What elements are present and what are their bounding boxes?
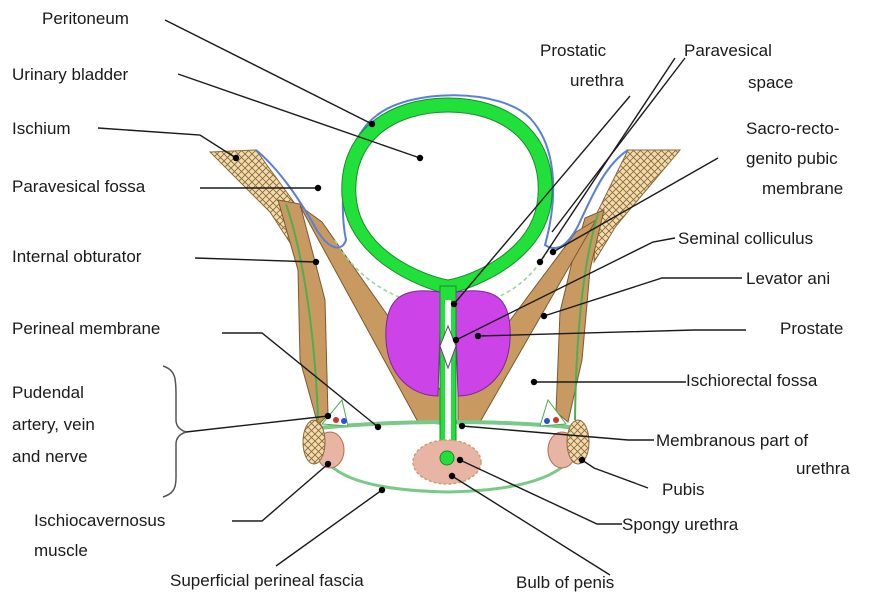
label-superficial-perineal-fascia: Superficial perineal fascia [170, 571, 364, 590]
label-paravesical-space-1: Paravesical [684, 41, 772, 60]
urethra-lumen [445, 300, 451, 452]
pudendal-vein-right [544, 418, 550, 424]
label-pubis: Pubis [662, 480, 705, 499]
label-spongy-urethra: Spongy urethra [622, 515, 739, 534]
label-internal-obturator: Internal obturator [12, 247, 142, 266]
prostate-shape [386, 291, 440, 396]
pubis-left [303, 420, 325, 464]
label-bulb-of-penis: Bulb of penis [516, 573, 614, 592]
label-ischium: Ischium [12, 119, 71, 138]
label-seminal-colliculus: Seminal colliculus [678, 229, 813, 248]
label-pudendal-2: artery, vein [12, 415, 95, 434]
pudendal-bracket [163, 366, 186, 497]
ischium-right [594, 150, 680, 262]
label-ischiocavernosus-1: Ischiocavernosus [34, 511, 165, 530]
label-levator-ani: Levator ani [746, 269, 830, 288]
label-ischiocavernosus-2: muscle [34, 541, 88, 560]
spongy-urethra-shape [440, 451, 454, 465]
label-perineal-membrane: Perineal membrane [12, 319, 160, 338]
label-membranous-urethra-1: Membranous part of [656, 431, 808, 450]
pudendal-artery-left [333, 417, 339, 423]
pudendal-vein-left [341, 418, 347, 424]
label-prostate: Prostate [780, 319, 843, 338]
label-membranous-urethra-2: urethra [796, 459, 850, 478]
pubis-right [567, 420, 589, 464]
label-ischiorectal-fossa: Ischiorectal fossa [686, 371, 818, 390]
label-paravesical-fossa: Paravesical fossa [12, 177, 146, 196]
label-pudendal-3: and nerve [12, 447, 88, 466]
label-sacro-recto-3: membrane [762, 179, 843, 198]
label-sacro-recto-2: genito pubic [746, 149, 838, 168]
label-peritoneum: Peritoneum [42, 9, 129, 28]
label-prostatic-urethra-1: Prostatic [540, 41, 607, 60]
label-prostatic-urethra-2: urethra [570, 71, 624, 90]
label-paravesical-space-2: space [748, 73, 793, 92]
label-pudendal-1: Pudendal [12, 383, 84, 402]
label-urinary-bladder: Urinary bladder [12, 65, 129, 84]
label-sacro-recto-1: Sacro-recto- [746, 119, 840, 138]
pudendal-artery-right [553, 417, 559, 423]
